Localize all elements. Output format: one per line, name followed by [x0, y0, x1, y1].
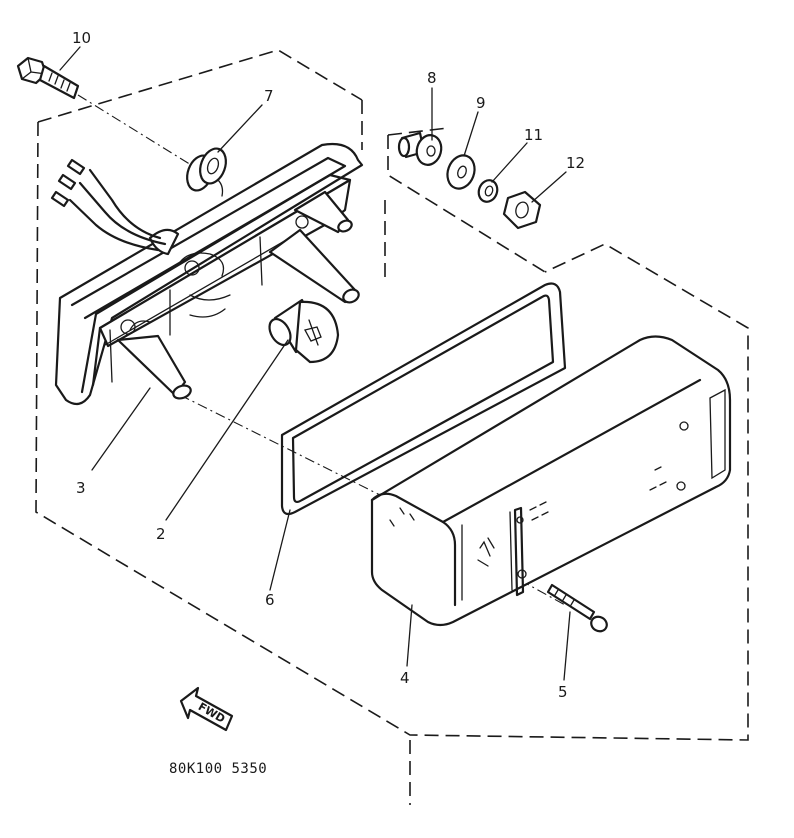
screw-part-10 — [16, 56, 80, 100]
lens-part-4 — [370, 335, 732, 627]
stud-part-8 — [397, 131, 443, 166]
nut-part-12 — [502, 190, 542, 230]
callout-3: 3 — [76, 479, 86, 497]
callout-2: 2 — [156, 525, 166, 543]
gasket-part-6 — [280, 282, 567, 516]
grommet-part-7 — [186, 147, 227, 197]
assembly-boundary — [35, 49, 749, 805]
callout-8: 8 — [427, 69, 437, 87]
callout-10: 10 — [72, 29, 91, 47]
diagram-code: 80K100 5350 — [169, 761, 267, 777]
callout-5: 5 — [558, 683, 568, 701]
callout-6: 6 — [265, 591, 275, 609]
callout-9: 9 — [476, 94, 486, 112]
screw-part-5 — [546, 583, 608, 633]
callout-11: 11 — [524, 126, 543, 144]
callout-4: 4 — [400, 669, 410, 687]
bulb-part-2 — [268, 298, 340, 364]
forward-direction-arrow: FWD — [179, 686, 234, 732]
callout-12: 12 — [566, 154, 585, 172]
lamp-housing-part-1 — [50, 142, 364, 406]
washer-part-9 — [446, 154, 476, 190]
callout-labels: 10 7 8 9 11 12 3 2 6 4 5 — [72, 29, 585, 701]
leader-lines — [59, 46, 571, 681]
callout-7: 7 — [264, 87, 274, 105]
lock-washer-part-11 — [477, 179, 499, 203]
